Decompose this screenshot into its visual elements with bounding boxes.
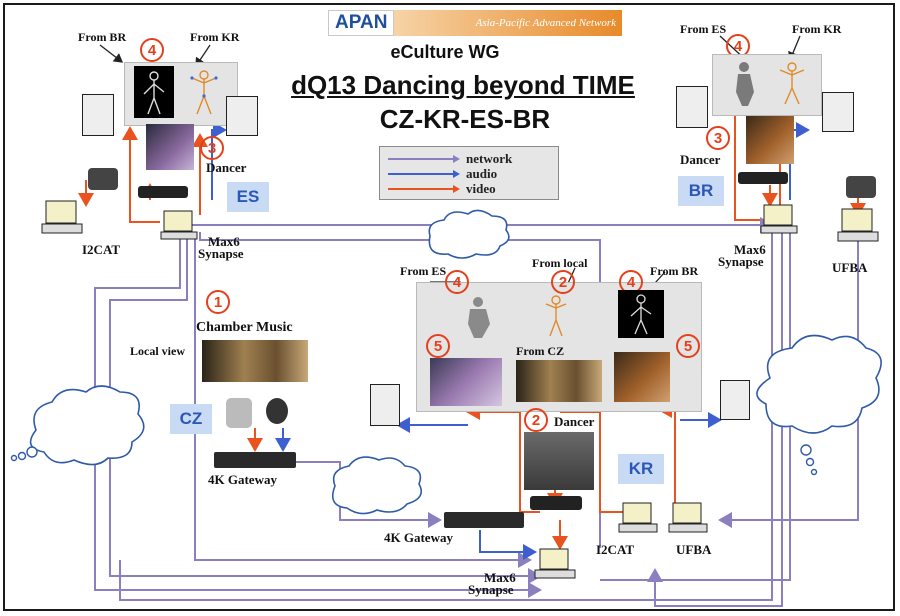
kr-cz-music-photo [516, 360, 602, 402]
kr-gateway-device [444, 512, 524, 528]
br-display-panel [712, 54, 822, 116]
legend-item-audio: audio [388, 166, 497, 182]
br-camera-icon [846, 176, 876, 198]
apan-logo-tagline: Asia-Pacific Advanced Network [394, 10, 622, 36]
cz-camera-icon [226, 398, 252, 428]
br-node-sub-label: Synapse [718, 254, 764, 269]
es-kinect-sensor [138, 186, 188, 198]
es-from-br-label: From BR [78, 30, 127, 44]
site-tag-br: BR [678, 176, 724, 206]
kr-br-dancer-photo [614, 352, 670, 402]
br-speaker-right-icon [822, 92, 854, 132]
es-node-sub-label: Synapse [198, 246, 244, 261]
es-step-3-badge: 3 [200, 136, 224, 160]
es-partner-label: I2CAT [82, 242, 121, 257]
es-computer-icon [160, 210, 198, 240]
kr-i2cat-computer-icon [618, 502, 658, 534]
cz-step-1-badge: 1 [206, 290, 230, 314]
kr-from-local-label: From local [532, 256, 588, 270]
br-from-es-label: From ES [680, 22, 727, 36]
working-group-title: eCulture WG [390, 42, 500, 62]
kr-step-2-dancer-badge: 2 [524, 408, 548, 432]
kr-node-sub-label: Synapse [468, 582, 514, 597]
site-tag-kr: KR [618, 454, 664, 484]
kr-step-2-local-badge: 2 [551, 270, 575, 294]
kr-from-cz-label: From CZ [516, 344, 565, 358]
es-from-kr-label: From KR [190, 30, 240, 44]
kr-ufba-label: UFBA [676, 542, 712, 557]
kr-max6-computer-icon [534, 548, 576, 580]
page-subtitle: CZ-KR-ES-BR [379, 104, 551, 134]
es-node-label: Max6 [208, 234, 240, 249]
page-title: dQ13 Dancing beyond TIME [291, 70, 635, 100]
es-dancer-photo [146, 124, 194, 170]
br-es-dancer-thumb [724, 58, 764, 108]
frame-border [3, 3, 895, 611]
cz-microphone-icon [266, 398, 288, 424]
es-speaker-left-icon [82, 94, 114, 136]
es-speaker-right-icon [226, 96, 258, 136]
br-kr-avatar-thumb [772, 58, 812, 108]
apan-logo-name: APAN [328, 10, 395, 36]
kr-kinect-sensor [530, 496, 582, 510]
es-i2cat-computer-icon [40, 200, 84, 236]
es-camera-icon [88, 168, 118, 190]
es-kr-avatar-thumb [184, 66, 224, 118]
cz-local-view-photo [202, 340, 308, 382]
kr-step-5-left-badge: 5 [426, 334, 450, 358]
kr-i2cat-label: I2CAT [596, 542, 635, 557]
cz-title-label: Chamber Music [196, 320, 293, 335]
br-dancer-label: Dancer [680, 152, 721, 167]
br-kinect-sensor [738, 172, 788, 184]
kr-step-5-right-badge: 5 [676, 334, 700, 358]
kr-es-dancer-photo [430, 358, 502, 406]
kr-speaker-right-icon [720, 380, 750, 420]
br-from-kr-label: From KR [792, 22, 842, 36]
legend-item-network: network [388, 151, 512, 167]
site-tag-cz: CZ [170, 404, 212, 434]
apan-logo: APAN Asia-Pacific Advanced Network [328, 10, 622, 36]
kr-speaker-left-icon [370, 384, 400, 426]
cz-local-view-label: Local view [130, 344, 185, 358]
br-speaker-left-icon [676, 86, 708, 128]
cz-gateway-label: 4K Gateway [208, 472, 277, 487]
legend: network audio video [379, 146, 559, 200]
br-ufba-computer-icon [836, 208, 880, 244]
br-dancer-photo [746, 116, 794, 164]
kr-ufba-computer-icon [668, 502, 708, 534]
kr-node-label: Max6 [484, 570, 516, 585]
br-node-label: Max6 [734, 242, 766, 257]
kr-gateway-label: 4K Gateway [384, 530, 453, 545]
kr-br-avatar-thumb [618, 290, 664, 338]
site-tag-es: ES [227, 182, 269, 212]
es-dancer-label: Dancer [206, 160, 247, 175]
kr-dancer-photo [524, 432, 594, 490]
cloud-group [29, 209, 882, 515]
es-step-4-badge: 4 [140, 38, 164, 62]
cz-gateway-device [214, 452, 296, 468]
kr-from-es-label: From ES [400, 264, 447, 278]
legend-item-video: video [388, 181, 496, 197]
es-br-avatar-thumb [134, 66, 174, 118]
br-computer-icon [760, 204, 798, 234]
br-step-3-badge: 3 [706, 126, 730, 150]
kr-dancer-label: Dancer [554, 414, 595, 429]
br-partner-label: UFBA [832, 260, 868, 275]
kr-step-4-es-badge: 4 [445, 270, 469, 294]
kr-es-dancer-thumb [458, 294, 498, 340]
kr-from-br-label: From BR [650, 264, 699, 278]
kr-local-avatar-thumb [540, 292, 572, 340]
